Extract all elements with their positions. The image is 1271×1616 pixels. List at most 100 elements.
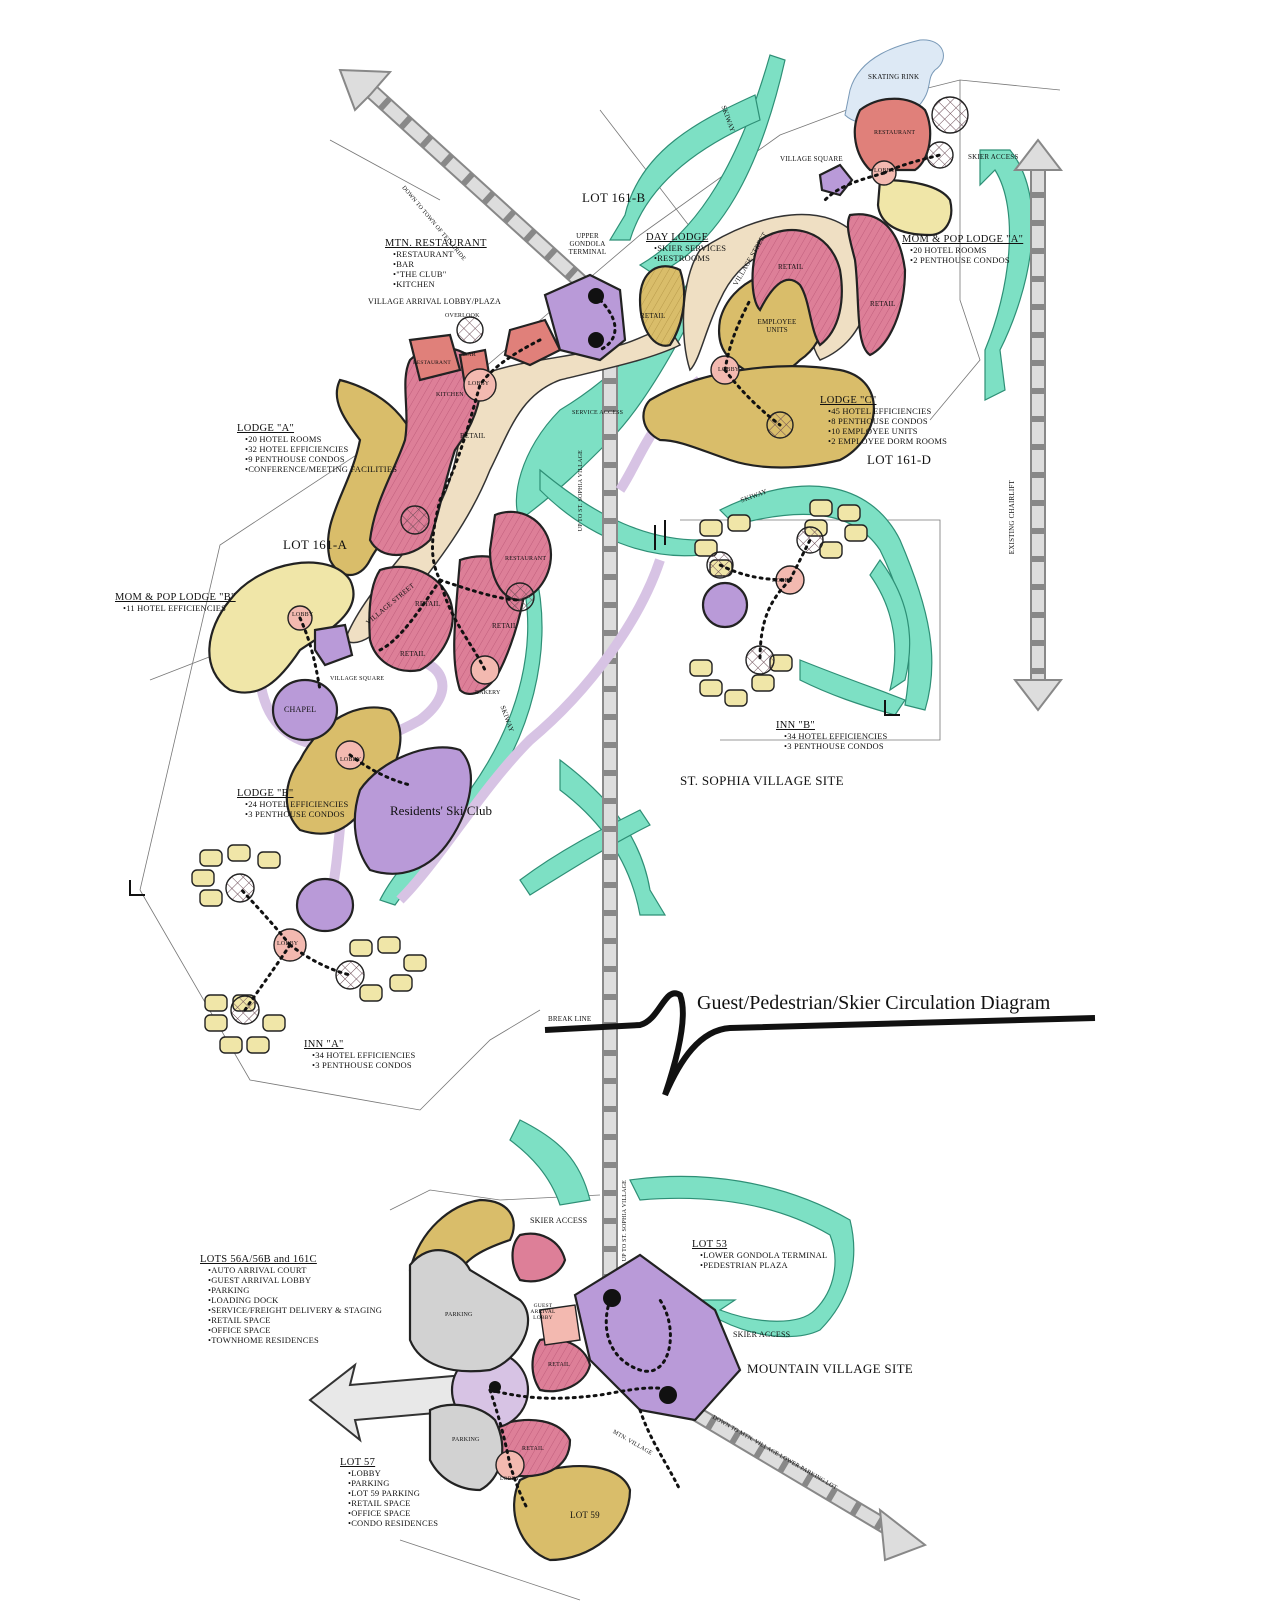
callout-title: MOM & POP LODGE "A" — [902, 234, 1024, 245]
callout-item: LOADING DOCK — [208, 1295, 382, 1305]
mountain-village-site-label: MOUNTAIN VILLAGE SITE — [747, 1361, 914, 1376]
callout-item: LOBBY — [348, 1468, 438, 1478]
section-markers — [129, 520, 900, 896]
callout-title: LOT 57 — [340, 1457, 376, 1468]
callout-item: 9 PENTHOUSE CONDOS — [245, 454, 397, 464]
callout-item: 20 HOTEL ROOMS — [245, 434, 397, 444]
callout-item: KITCHEN — [393, 279, 487, 289]
callout-title: LODGE "B" — [237, 788, 294, 799]
yellow-buildings — [208, 178, 953, 1562]
lobby-label-inn-a: LOBBY — [277, 941, 299, 947]
callout-item: 34 HOTEL EFFICIENCIES — [312, 1050, 415, 1060]
skier-access-label-top: SKIER ACCESS — [968, 153, 1019, 161]
callout-item: 34 HOTEL EFFICIENCIES — [784, 731, 887, 741]
callout-item: 45 HOTEL EFFICIENCIES — [828, 406, 947, 416]
village-arrival-label: VILLAGE ARRIVAL LOBBY/PLAZA — [368, 297, 501, 306]
inn-clusters — [191, 499, 868, 1054]
lower-parking-arrow — [685, 1403, 928, 1562]
bar-label: BAR — [463, 352, 476, 358]
retail-label-lower-1: RETAIL — [548, 1362, 571, 1368]
telluride-arrow — [338, 68, 596, 296]
lot-161b-label: LOT 161-B — [582, 190, 646, 205]
restaurant-label-lot-a: RESTAURANT — [505, 556, 547, 562]
callout-item: RESTAURANT — [393, 249, 487, 259]
callout-item: SERVICE/FREIGHT DELIVERY & STAGING — [208, 1305, 382, 1315]
callout-title: LODGE "A" — [237, 423, 295, 434]
lobby-label-lot-57: LOBBY — [500, 1476, 520, 1482]
diagram-title: Guest/Pedestrian/Skier Circulation Diagr… — [697, 992, 1051, 1014]
callout-item: RETAIL SPACE — [348, 1498, 438, 1508]
retail-label-5: RETAIL — [415, 600, 441, 608]
callout-day-lodge: DAY LODGE SKIER SERVICES RESTROOMS — [646, 232, 726, 263]
retail-label-2: RETAIL — [640, 312, 666, 320]
callout-lot-57: LOT 57 LOBBY PARKING LOT 59 PARKING RETA… — [340, 1457, 438, 1528]
callout-item: 8 PENTHOUSE CONDOS — [828, 416, 947, 426]
callout-title: LODGE "C" — [820, 395, 877, 406]
break-line — [544, 990, 1096, 1097]
hatched-cores — [225, 96, 969, 1025]
retail-label-1: RETAIL — [460, 432, 486, 440]
callout-title: LOTS 56A/56B and 161C — [200, 1254, 317, 1265]
retail-label-lower-2: RETAIL — [522, 1446, 545, 1452]
retail-label-3: RETAIL — [778, 263, 804, 271]
callout-item: 3 PENTHOUSE CONDOS — [312, 1060, 415, 1070]
callout-title: INN "A" — [304, 1039, 344, 1050]
callout-item: "THE CLUB" — [393, 269, 487, 279]
callout-title: LOT 53 — [692, 1239, 728, 1250]
callout-item: 11 HOTEL EFFICIENCIES — [123, 603, 236, 613]
callout-item: OFFICE SPACE — [208, 1325, 382, 1335]
callout-item: 10 EMPLOYEE UNITS — [828, 426, 947, 436]
employee-units-label: EMPLOYEE UNITS — [757, 318, 797, 334]
village-square-label-lot-a: VILLAGE SQUARE — [330, 676, 385, 682]
circulation-routes — [238, 153, 942, 1512]
overlook-label: OVERLOOK — [445, 313, 480, 319]
skier-access-label-lower-2: SKIER ACCESS — [733, 1330, 791, 1339]
callout-inn-b: INN "B" 34 HOTEL EFFICIENCIES 3 PENTHOUS… — [776, 720, 887, 751]
callout-lots-56: LOTS 56A/56B and 161C AUTO ARRIVAL COURT… — [200, 1254, 382, 1345]
restaurant-label-lodge-a: RESTAURANT — [413, 360, 451, 366]
chapel-label: CHAPEL — [284, 705, 317, 714]
bakery-label: BAKERY — [475, 690, 501, 696]
callout-title: INN "B" — [776, 720, 815, 731]
up-st-sophia-label: UP TO ST. SOPHIA VILLAGE — [622, 1180, 628, 1262]
skating-rink-label: SKATING RINK — [868, 73, 920, 81]
callout-item: 2 EMPLOYEE DORM ROOMS — [828, 436, 947, 446]
kitchen-label: KITCHEN — [436, 392, 464, 398]
callout-item: RESTROOMS — [654, 253, 726, 263]
callout-item: 20 HOTEL ROOMS — [910, 245, 1023, 255]
lot-59-label: LOT 59 — [570, 1510, 600, 1520]
callout-mom-pop-a: MOM & POP LODGE "A" 20 HOTEL ROOMS 2 PEN… — [902, 234, 1023, 265]
callout-title: MTN. RESTAURANT — [385, 238, 487, 249]
restaurant-label-top: RESTAURANT — [874, 130, 916, 136]
retail-label-7: RETAIL — [492, 622, 518, 630]
st-sophia-site-label: ST. SOPHIA VILLAGE SITE — [680, 773, 844, 788]
lobby-label-lodge-c: LOBBY — [718, 367, 740, 373]
callout-item: 24 HOTEL EFFICIENCIES — [245, 799, 348, 809]
gondola-terminals — [489, 288, 677, 1404]
village-square-label-top: VILLAGE SQUARE — [780, 155, 843, 163]
chairlift-arrow — [1012, 138, 1064, 712]
callout-item: TOWNHOME RESIDENCES — [208, 1335, 382, 1345]
callout-item: BAR — [393, 259, 487, 269]
lobby-label-mom-pop-b: LOBBY — [292, 612, 314, 618]
callout-lodge-c: LODGE "C" 45 HOTEL EFFICIENCIES 8 PENTHO… — [820, 395, 947, 446]
callout-item: SKIER SERVICES — [654, 243, 726, 253]
callout-item: GUEST ARRIVAL LOBBY — [208, 1275, 382, 1285]
retail-label-4: RETAIL — [870, 300, 896, 308]
lobby-label-lodge-a: LOBBY — [468, 381, 490, 387]
lot-161a-label: LOT 161-A — [283, 537, 348, 552]
callout-title: DAY LODGE — [646, 232, 709, 243]
residents-ski-club-label: Residents' Ski Club — [390, 803, 493, 818]
lot-161d-label: LOT 161-D — [867, 452, 932, 467]
callout-item: AUTO ARRIVAL COURT — [208, 1265, 382, 1275]
callout-item: 2 PENTHOUSE CONDOS — [910, 255, 1023, 265]
callout-item: LOT 59 PARKING — [348, 1488, 438, 1498]
upper-gondola-label: UPPER GONDOLA TERMINAL — [568, 232, 607, 256]
service-access-label: SERVICE ACCESS — [572, 410, 624, 416]
callout-title: MOM & POP LODGE "B" — [115, 592, 236, 603]
callout-item: OFFICE SPACE — [348, 1508, 438, 1518]
lobby-label-inn-b: LOBBY — [772, 578, 794, 584]
break-line-label: BREAK LINE — [548, 1015, 592, 1023]
